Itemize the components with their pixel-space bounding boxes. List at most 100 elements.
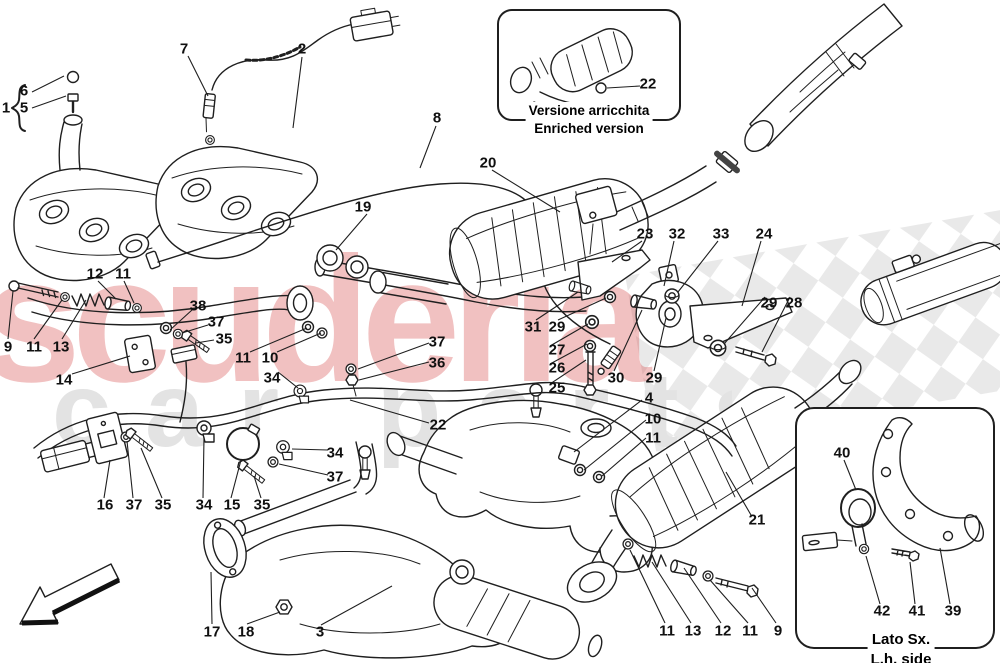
- part-callout-26: 26: [548, 359, 566, 377]
- sensor-cable: [211, 23, 355, 91]
- part-callout-18: 18: [237, 623, 255, 641]
- caption-enriched-it: Versione arricchita: [528, 103, 650, 118]
- part-callout-37: 37: [428, 333, 446, 351]
- stud-nut-5: [67, 93, 79, 102]
- brace-group-1: [11, 84, 26, 132]
- exhaust-clamp: [714, 150, 740, 174]
- harness-connector: [39, 439, 100, 473]
- part-callout-33: 33: [712, 225, 730, 243]
- spring-13: [71, 293, 105, 307]
- part-callout-8: 8: [432, 109, 442, 127]
- part-callout-36: 36: [428, 354, 446, 372]
- caption-enriched-en: Enriched version: [534, 120, 644, 136]
- lambda-sensor-22: [597, 345, 622, 375]
- part-callout-11: 11: [26, 338, 42, 356]
- leader-lines: [7, 55, 951, 626]
- caption-lh-en: L.h. side: [870, 650, 932, 663]
- heat-shield-center: [386, 383, 658, 573]
- part-callout-11: 11: [645, 429, 661, 447]
- catalytic-converter-21: [566, 359, 862, 603]
- part-callout-38: 38: [189, 297, 207, 315]
- part-callout-13: 13: [52, 338, 70, 356]
- ball-stud-6: [66, 70, 80, 84]
- part-callout-1: 1: [1, 99, 11, 117]
- part-callout-12: 12: [86, 265, 104, 283]
- caption-lh-side: Lato Sx. L.h. side: [867, 630, 935, 663]
- part-callout-29: 29: [548, 318, 566, 336]
- exhaust-manifold-right: [155, 7, 401, 260]
- part-callout-16: 16: [96, 496, 114, 514]
- part-callout-12: 12: [714, 622, 732, 640]
- part-callout-35: 35: [154, 496, 172, 514]
- part-callout-4: 4: [644, 389, 654, 407]
- part-callout-34: 34: [263, 369, 281, 387]
- fastener-row-lower-left: [85, 363, 359, 486]
- part-callout-35: 35: [253, 496, 271, 514]
- part-callout-17: 17: [203, 623, 221, 641]
- part-callout-23: 23: [636, 225, 654, 243]
- part-callout-37: 37: [207, 313, 225, 331]
- part-callout-39: 39: [944, 602, 962, 620]
- mount-bracket: [801, 531, 839, 552]
- part-callout-15: 15: [223, 496, 241, 514]
- part-callout-11: 11: [235, 349, 251, 367]
- support-arm-39: [872, 416, 981, 552]
- part-callout-3: 3: [315, 623, 325, 641]
- part-callout-14: 14: [55, 371, 73, 389]
- part-callout-22: 22: [429, 416, 447, 434]
- part-callout-9: 9: [3, 338, 13, 356]
- spring-13b: [633, 554, 667, 568]
- part-callout-29: 29: [645, 369, 663, 387]
- exhaust-manifold-left: [11, 70, 177, 282]
- part-callout-29: 29: [760, 294, 778, 312]
- lambda-sensor-7: [202, 92, 216, 133]
- part-callout-10: 10: [644, 410, 662, 428]
- front-exhaust-pipes: [27, 244, 587, 326]
- direction-arrow: [19, 563, 121, 626]
- part-callout-19: 19: [354, 198, 372, 216]
- part-callout-34: 34: [195, 496, 213, 514]
- part-callout-22: 22: [639, 75, 657, 93]
- tailpipe-upper: [744, 3, 903, 152]
- part-callout-25: 25: [548, 379, 566, 397]
- rubber-hanger-32: [635, 263, 705, 348]
- part-callout-5: 5: [19, 99, 29, 117]
- part-callout-11: 11: [115, 265, 131, 283]
- fastener-row-bottom-right: [622, 538, 759, 598]
- part-callout-27: 27: [548, 341, 566, 359]
- part-callout-20: 20: [479, 154, 497, 172]
- hanger-bracket-cluster: [558, 249, 793, 484]
- bolt-22-enriched: [595, 82, 607, 94]
- part-callout-37: 37: [326, 468, 344, 486]
- part-callout-31: 31: [524, 318, 542, 336]
- caption-lh-it: Lato Sx.: [871, 631, 931, 648]
- lower-manifold-3: [203, 441, 603, 660]
- sensor-connector: [349, 7, 401, 42]
- part-callout-35: 35: [215, 330, 233, 348]
- part-callout-42: 42: [873, 602, 891, 620]
- part-callout-30: 30: [607, 369, 625, 387]
- gasket-17: [203, 518, 247, 578]
- lambda-sensor-cable-8: [145, 182, 622, 375]
- part-callout-11: 11: [659, 622, 675, 640]
- part-callout-32: 32: [668, 225, 686, 243]
- part-callout-28: 28: [785, 294, 803, 312]
- part-callout-11: 11: [742, 622, 758, 640]
- part-callout-21: 21: [748, 511, 766, 529]
- rear-silencer-pipe: [860, 241, 1000, 326]
- caption-enriched-version: Versione arricchita Enriched version: [525, 102, 653, 138]
- inset-enriched-version: [497, 9, 681, 121]
- fastener-row-upper-left: [8, 280, 328, 356]
- part-callout-34: 34: [326, 444, 344, 462]
- part-callout-41: 41: [908, 602, 926, 620]
- bracket-14: [124, 334, 156, 374]
- inset-lh-side: [795, 407, 995, 649]
- part-callout-7: 7: [179, 40, 189, 58]
- part-callout-40: 40: [833, 444, 851, 462]
- part-callout-10: 10: [261, 349, 279, 367]
- part-callout-37: 37: [125, 496, 143, 514]
- plug-18: [275, 599, 293, 615]
- gasket-ring-19: [316, 244, 344, 272]
